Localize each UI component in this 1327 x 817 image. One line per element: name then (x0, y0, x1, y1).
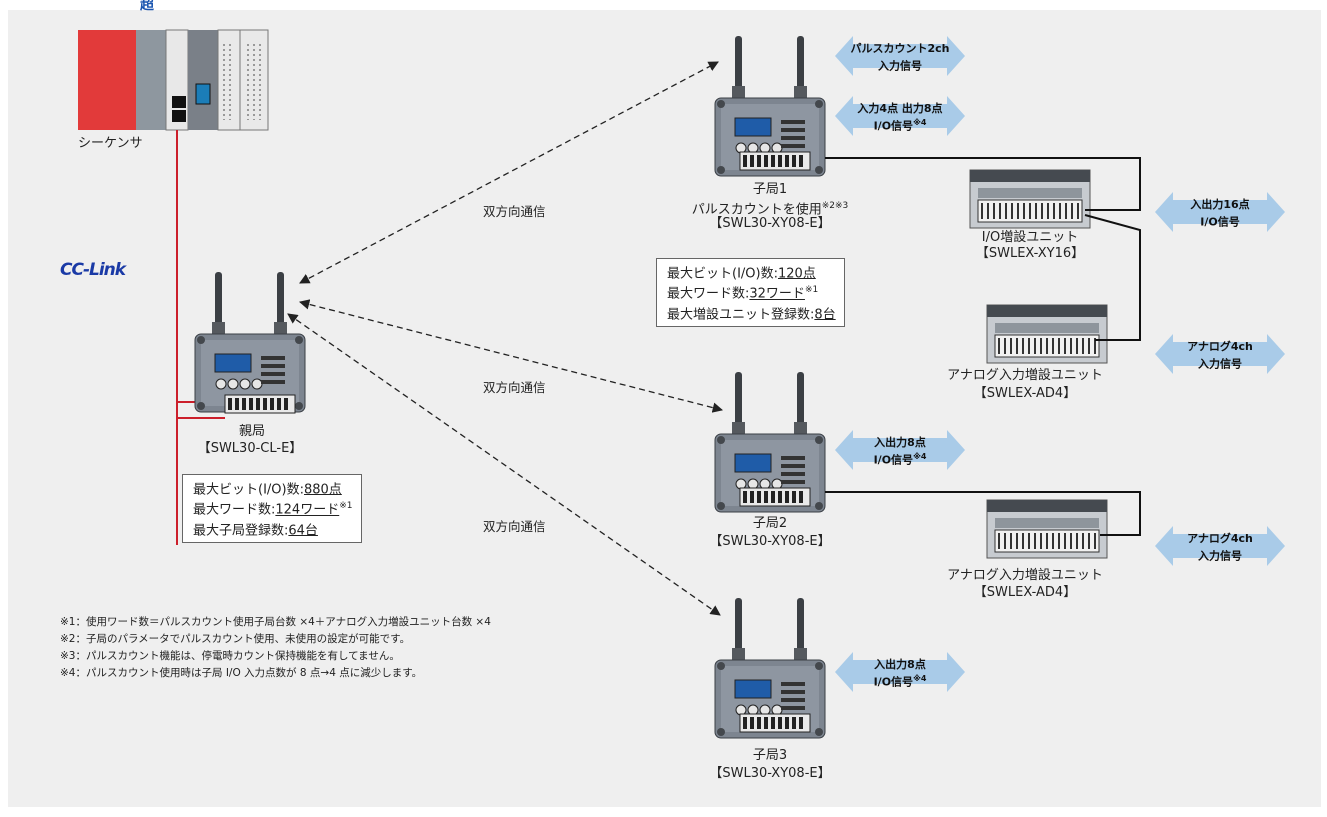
footnote-4: ※4：パルスカウント使用時は子局 I/O 入力点数が 8 点→4 点に減少します… (60, 667, 423, 679)
analog-unit-1-model: 【SWLEX-AD4】 (973, 386, 1077, 401)
slave3-name: 子局3 (752, 748, 788, 763)
footnote-2: ※2：子局のパラメータでパルスカウント使用、未使用の設定が可能です。 (60, 633, 411, 645)
slave3-model: 【SWL30-XY08-E】 (709, 766, 831, 781)
io-expansion-unit (969, 169, 1091, 229)
cclink-logo-sub: -Link (82, 260, 126, 280)
slave3-terminal (739, 713, 811, 733)
slave1-spec-row: 最大増設ユニット登録数:8台 (667, 306, 836, 322)
footnote-3: ※3：パルスカウント機能は、停電時カウント保持機能を有してません。 (60, 650, 400, 662)
master-spec-box: 最大ビット(I/O)数:880点 最大ワード数:124ワード※1 最大子局登録数… (182, 474, 362, 543)
slave2-name: 子局2 (752, 516, 788, 531)
master-spec-row: 最大子局登録数:64台 (193, 522, 318, 538)
master-name: 親局 (238, 424, 265, 439)
wire-slave1-io (825, 157, 1141, 211)
master-terminal (224, 394, 296, 414)
analog-unit-2-name: アナログ入力増設ユニット (947, 568, 1103, 583)
footnotes: ※1：使用ワード数＝パルスカウント使用子局台数 ×4＋アナログ入力増設ユニット台… (60, 614, 491, 682)
comm-label-2: 双方向通信 (483, 380, 546, 395)
slave1-model: 【SWL30-XY08-E】 (709, 216, 831, 231)
plc-label: シーケンサ (78, 136, 143, 151)
analog-expansion-unit-2 (986, 499, 1108, 559)
slave1-terminal (739, 151, 811, 171)
comm-label-3: 双方向通信 (483, 519, 546, 534)
slave2-model: 【SWL30-XY08-E】 (709, 534, 831, 549)
comm-link-slave3 (287, 313, 721, 616)
footnote-1: ※1：使用ワード数＝パルスカウント使用子局台数 ×4＋アナログ入力増設ユニット台… (60, 616, 491, 628)
master-spec-row: 最大ワード数:124ワード※1 (193, 501, 353, 518)
slave1-spec-box: 最大ビット(I/O)数:120点 最大ワード数:32ワード※1 最大増設ユニット… (656, 258, 845, 327)
slave1-name: 子局1 (752, 182, 788, 197)
analog-unit-2-model: 【SWLEX-AD4】 (973, 585, 1077, 600)
slave1-spec-row: 最大ワード数:32ワード※1 (667, 285, 819, 302)
io-unit-model: 【SWLEX-XY16】 (975, 246, 1085, 261)
cclink-logo: CC-Link (60, 256, 126, 281)
wire-io-analog (1084, 214, 1141, 341)
comm-link-slave1 (299, 61, 719, 284)
plc-unit (78, 29, 269, 131)
master-radio-device (194, 271, 306, 413)
top-fragment: 超 (140, 0, 154, 13)
analog-expansion-unit-1 (986, 304, 1108, 364)
cclink-logo-main: CC (60, 260, 84, 280)
master-spec-row: 最大ビット(I/O)数:880点 (193, 482, 342, 498)
master-model: 【SWL30-CL-E】 (197, 441, 303, 456)
slave1-spec-row: 最大ビット(I/O)数:120点 (667, 266, 816, 282)
comm-label-1: 双方向通信 (483, 204, 546, 219)
slave1-pulse-use: パルスカウントを使用※2※3 (691, 201, 849, 218)
slave2-terminal (739, 487, 811, 507)
io-unit-name: I/O増設ユニット (981, 230, 1079, 245)
analog-unit-1-name: アナログ入力増設ユニット (947, 368, 1103, 383)
wire-slave2-analog (825, 491, 1141, 536)
